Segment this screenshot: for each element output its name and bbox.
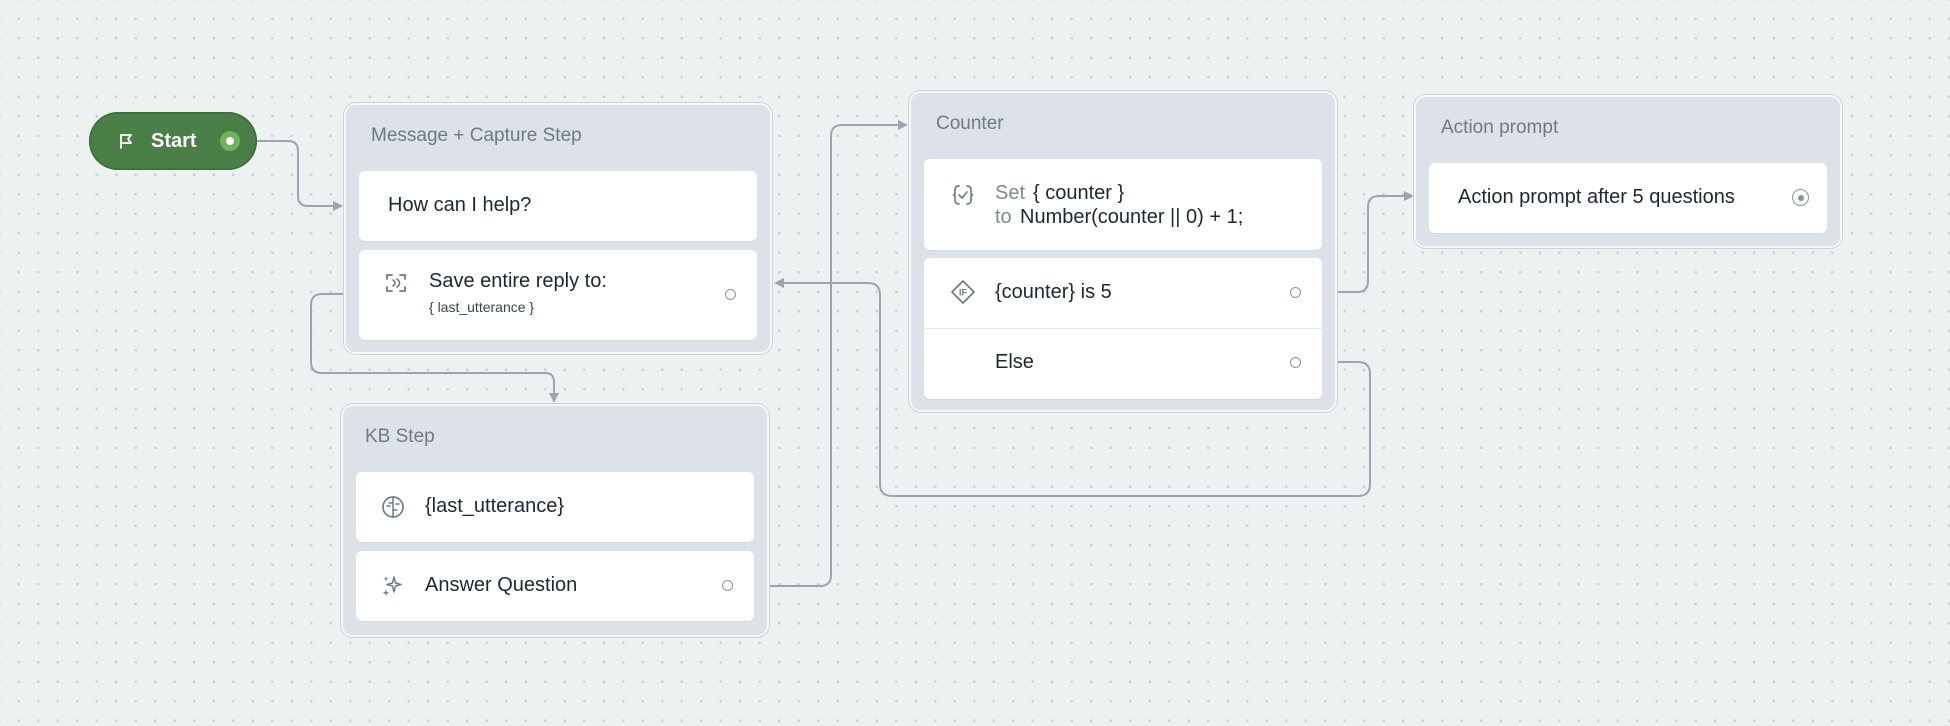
capture-label: Save entire reply to:: [429, 270, 607, 292]
node-title: Counter: [936, 113, 1004, 134]
if-condition-icon: IF: [950, 279, 976, 305]
to-prefix: to: [995, 206, 1012, 228]
to-expression: Number(counter || 0) + 1;: [1020, 206, 1244, 228]
connector-answer-to-counter: [755, 124, 899, 587]
kb-query-card[interactable]: {last_utterance}: [356, 472, 754, 542]
action-prompt-node[interactable]: Action prompt Action prompt after 5 ques…: [1416, 97, 1840, 246]
set-prefix: Set: [995, 182, 1026, 204]
capture-port[interactable]: [725, 289, 736, 300]
connector-if-to-action: [1324, 195, 1405, 293]
node-title: Message + Capture Step: [371, 125, 582, 146]
node-title: Action prompt: [1441, 117, 1559, 138]
arrowhead-message: [333, 201, 343, 211]
capture-card[interactable]: Save entire reply to: { last_utterance }: [359, 250, 757, 340]
set-variable: { counter }: [1033, 182, 1125, 204]
connector-else-to-capture: [783, 282, 1371, 497]
capture-variable: { last_utterance }: [429, 299, 535, 315]
message-text: How can I help?: [388, 194, 532, 216]
else-label: Else: [995, 351, 1034, 373]
message-capture-node[interactable]: Message + Capture Step How can I help? S…: [346, 105, 770, 352]
set-variable-icon: [950, 182, 976, 208]
kb-step-node[interactable]: KB Step {last_utterance} Answer Question: [343, 406, 767, 635]
connector-start-to-message: [257, 140, 334, 207]
connector-capture-to-kb: [310, 293, 555, 394]
condition-card[interactable]: IF {counter} is 5 Else: [924, 258, 1322, 399]
start-port[interactable]: [220, 131, 240, 151]
counter-node[interactable]: Counter Set { counter } to Number(counte…: [911, 93, 1335, 410]
kb-query-text: {last_utterance}: [425, 495, 564, 517]
node-title: KB Step: [365, 426, 435, 447]
if-condition-text: {counter} is 5: [995, 281, 1112, 303]
start-block[interactable]: Start: [89, 112, 257, 170]
action-prompt-port[interactable]: [1792, 189, 1809, 206]
flag-icon: [117, 132, 135, 150]
start-label: Start: [151, 129, 197, 152]
message-card[interactable]: How can I help?: [359, 171, 757, 241]
action-prompt-card[interactable]: Action prompt after 5 questions: [1429, 163, 1827, 233]
answer-card[interactable]: Answer Question: [356, 551, 754, 621]
action-prompt-text: Action prompt after 5 questions: [1458, 186, 1735, 208]
answer-text: Answer Question: [425, 574, 578, 596]
set-variable-card[interactable]: Set { counter } to Number(counter || 0) …: [924, 159, 1322, 250]
arrowhead-capture: [774, 278, 784, 288]
if-port[interactable]: [1290, 287, 1301, 298]
arrowhead-action: [1404, 191, 1414, 201]
arrowhead-counter: [898, 120, 908, 130]
brain-icon: [380, 494, 406, 520]
svg-text:IF: IF: [959, 288, 968, 298]
condition-divider: [924, 328, 1322, 329]
else-port[interactable]: [1290, 357, 1301, 368]
sparkles-icon: [380, 573, 406, 599]
answer-port[interactable]: [722, 580, 733, 591]
capture-icon: [383, 270, 409, 296]
arrowhead-kb: [549, 393, 559, 403]
